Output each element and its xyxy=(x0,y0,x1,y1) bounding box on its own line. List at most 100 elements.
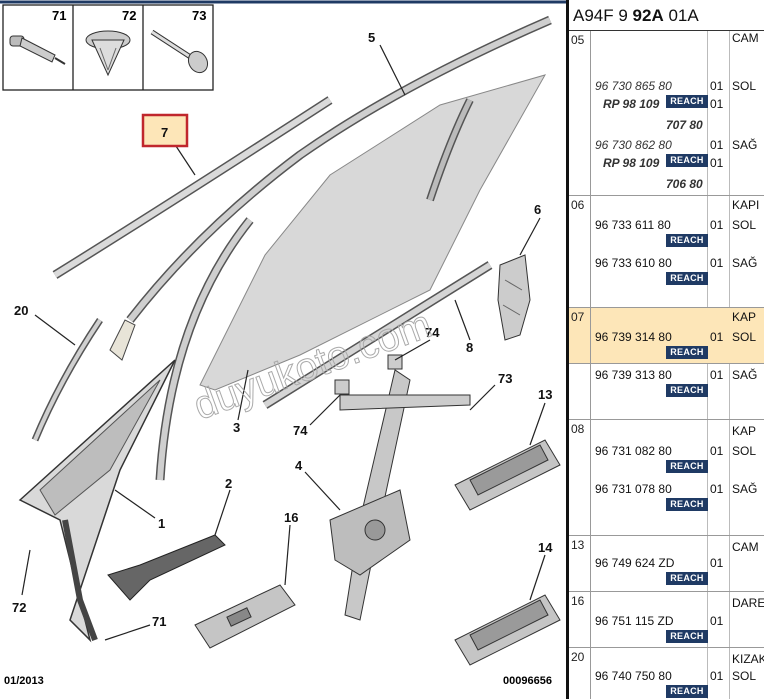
callout-label: 16 xyxy=(284,510,298,525)
row-index: 13 xyxy=(569,536,591,591)
side: SAĞ xyxy=(732,368,758,382)
quantity: 01 xyxy=(710,556,724,570)
header-code: 92A xyxy=(632,6,664,25)
door-bracket xyxy=(497,254,531,341)
row-index-blank xyxy=(569,364,591,419)
part-number[interactable]: 96 739 314 80 xyxy=(595,330,672,344)
part-number[interactable]: 96 733 611 80 xyxy=(595,218,671,232)
reach-badge: REACH xyxy=(666,572,708,585)
quantity: 01 xyxy=(710,482,724,496)
quantity: 01 xyxy=(710,368,724,382)
callout-label: 74 xyxy=(293,423,308,438)
quantity: 01 xyxy=(710,97,724,111)
table-row[interactable]: 05 CAM 96 730 865 80 01 SOL REACH RP 98 … xyxy=(569,31,764,196)
row-index: 08 xyxy=(569,420,591,535)
callout-label: 72 xyxy=(12,600,26,615)
part-number[interactable]: 96 751 115 ZD xyxy=(595,614,674,628)
callout-label: 72 xyxy=(122,8,136,23)
part-number[interactable]: 96 739 313 80 xyxy=(595,368,672,382)
side: SAĞ xyxy=(732,482,758,496)
window-switch-panel-14 xyxy=(454,594,561,666)
callout-label: 1 xyxy=(158,516,165,531)
part-number[interactable]: 96 733 610 80 xyxy=(595,256,672,270)
callout-label: 7 xyxy=(161,125,168,140)
row-index: 05 xyxy=(569,31,591,195)
row-index: 20 xyxy=(569,648,591,699)
part-number[interactable]: 96 730 865 80 xyxy=(595,79,672,93)
quantity: 01 xyxy=(710,330,724,344)
table-row-selected[interactable]: 07 KAP 96 739 314 80 01 SOL REACH xyxy=(569,308,764,364)
quantity: 01 xyxy=(710,614,724,628)
row-desc: DARE xyxy=(732,596,764,610)
row-desc: KIZAK xyxy=(732,652,764,666)
alt-part-number[interactable]: RP 98 109 xyxy=(603,97,660,111)
quantity: 01 xyxy=(710,256,724,270)
table-header: A94F 9 92A 01A xyxy=(569,0,764,31)
callout-label: 73 xyxy=(192,8,206,23)
reach-badge: REACH xyxy=(666,685,708,698)
window-switch-panel-13 xyxy=(454,439,561,511)
reach-badge: REACH xyxy=(666,95,708,108)
side: SOL xyxy=(732,330,757,344)
callout-label: 74 xyxy=(425,325,440,340)
callout-label: 73 xyxy=(498,371,512,386)
header-suffix: 01A xyxy=(668,6,699,25)
row-desc: CAM xyxy=(732,31,759,45)
quantity: 01 xyxy=(710,669,724,683)
part-number[interactable]: 96 740 750 80 xyxy=(595,669,672,683)
side: SOL xyxy=(732,669,757,683)
reach-badge: REACH xyxy=(666,272,708,285)
table-row[interactable]: 08 KAP 96 731 082 80 01 SOL REACH 96 731… xyxy=(569,420,764,536)
alt-part-suffix: 706 80 xyxy=(666,177,703,191)
part-number[interactable]: 96 731 078 80 xyxy=(595,482,672,496)
diagram-ref: 00096656 xyxy=(503,675,552,687)
callout-label: 8 xyxy=(466,340,473,355)
row-desc: KAP xyxy=(732,310,757,324)
alt-part-suffix: 707 80 xyxy=(666,118,703,132)
side: SOL xyxy=(732,444,757,458)
table-row[interactable]: 13 CAM 96 749 624 ZD 01 REACH xyxy=(569,536,764,592)
window-switch-single-16 xyxy=(194,584,296,649)
table-row[interactable]: 96 739 313 80 01 SAĞ REACH xyxy=(569,364,764,420)
callout-label: 71 xyxy=(52,8,66,23)
parts-table: A94F 9 92A 01A 05 CAM 96 730 865 80 01 S… xyxy=(569,0,764,699)
callout-label: 3 xyxy=(233,420,240,435)
row-desc: KAPI xyxy=(732,198,760,212)
callout-label: 4 xyxy=(295,458,303,473)
callout-label: 5 xyxy=(368,30,375,45)
window-glass xyxy=(199,74,547,391)
part-number[interactable]: 96 730 862 80 xyxy=(595,138,672,152)
side: SAĞ xyxy=(732,138,758,152)
callout-label: 2 xyxy=(225,476,232,491)
window-regulator xyxy=(329,369,471,621)
callout-label: 20 xyxy=(14,303,28,318)
quarter-glass-frame xyxy=(18,359,176,643)
parts-diagram: 71 72 73 xyxy=(0,0,566,687)
table-row[interactable]: 20 KIZAK 96 740 750 80 01 SOL REACH xyxy=(569,648,764,699)
outer-seal-strip xyxy=(52,96,333,279)
quantity: 01 xyxy=(710,138,724,152)
small-parts-boxes: 71 72 73 xyxy=(2,4,214,91)
quantity: 01 xyxy=(710,444,724,458)
reach-badge: REACH xyxy=(666,234,708,247)
screw-icon xyxy=(150,29,209,74)
reach-badge: REACH xyxy=(666,498,708,511)
panel-divider xyxy=(566,0,569,699)
callout-label: 6 xyxy=(534,202,541,217)
reach-badge: REACH xyxy=(666,460,708,473)
part-number[interactable]: 96 731 082 80 xyxy=(595,444,672,458)
table-row[interactable]: 06 KAPI 96 733 611 80 01 SOL REACH 96 73… xyxy=(569,196,764,308)
side: SAĞ xyxy=(732,256,758,270)
diagram-date: 01/2013 xyxy=(4,675,44,687)
foam-pad xyxy=(107,534,226,601)
row-desc: KAP xyxy=(732,424,757,438)
row-desc: CAM xyxy=(732,540,759,554)
callout-leaders xyxy=(21,44,546,641)
part-number[interactable]: 96 749 624 ZD xyxy=(595,556,675,570)
header-prefix: A94F 9 xyxy=(573,6,628,25)
column-divider xyxy=(729,31,730,699)
table-row[interactable]: 16 DARE 96 751 115 ZD 01 REACH xyxy=(569,592,764,648)
alt-part-number[interactable]: RP 98 109 xyxy=(603,156,660,170)
quantity: 01 xyxy=(710,79,724,93)
row-index: 07 xyxy=(569,308,591,363)
